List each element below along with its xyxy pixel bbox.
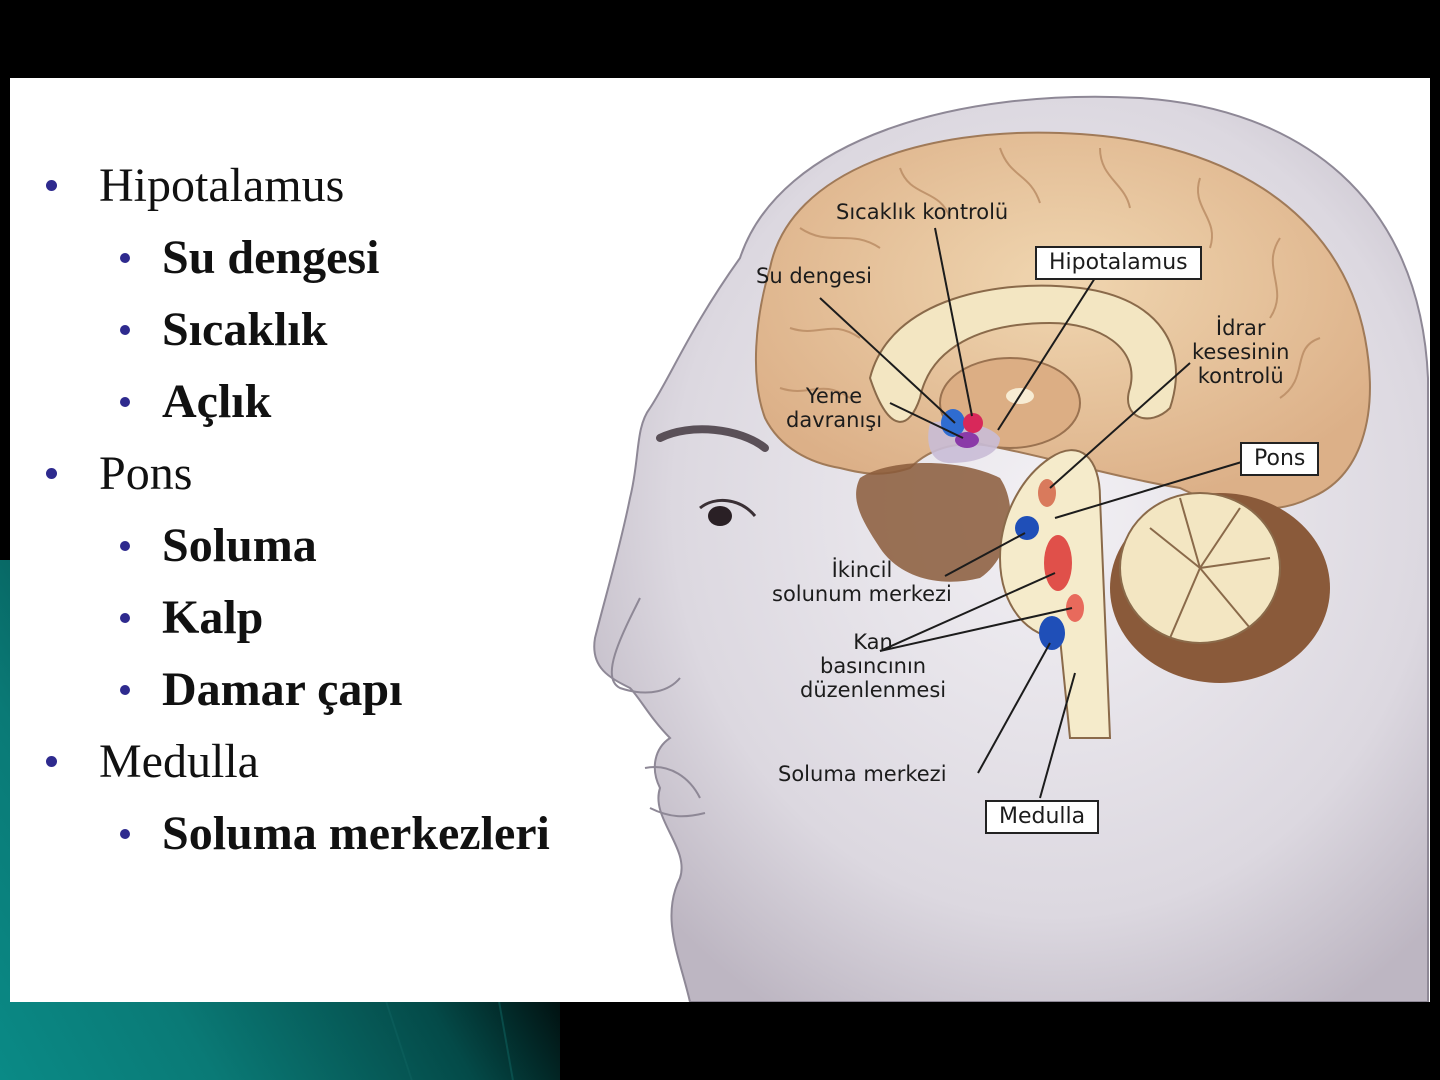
label-line: solunum merkezi — [772, 582, 952, 606]
label-soluma-merkezi: Soluma merkezi — [778, 762, 947, 786]
bullet-dot-icon — [120, 252, 130, 263]
bullet-item-soluma-merkezleri: Soluma merkezleri — [120, 806, 550, 861]
bullet-text: Soluma merkezleri — [162, 807, 550, 860]
head-brain-illustration — [593, 95, 1429, 1002]
label-line: İdrar — [1215, 316, 1266, 340]
bullet-item-damar-capi: Damar çapı — [120, 662, 402, 717]
label-box-hipotalamus: Hipotalamus — [1035, 246, 1202, 280]
slide-canvas: Hipotalamus Su dengesi Sıcaklık Açlık Po… — [10, 78, 1430, 1002]
bullet-item-aclik: Açlık — [120, 374, 271, 429]
bullet-list: Hipotalamus Su dengesi Sıcaklık Açlık Po… — [10, 78, 610, 1002]
label-yeme-davranisi: Yeme davranışı — [786, 384, 882, 432]
label-box-pons: Pons — [1240, 442, 1320, 476]
bullet-dot-icon — [120, 324, 130, 335]
bullet-text: Hipotalamus — [99, 159, 345, 212]
label-ikincil-solunum-merkezi: İkincil solunum merkezi — [772, 558, 952, 606]
bullet-dot-icon — [120, 396, 130, 407]
bullet-text: Su dengesi — [162, 231, 380, 284]
label-line: düzenlenmesi — [800, 678, 947, 702]
label-su-dengesi: Su dengesi — [756, 264, 872, 288]
label-line: Yeme — [805, 384, 863, 408]
bullet-text: Soluma — [162, 519, 317, 572]
label-line: basıncının — [819, 654, 927, 678]
bullet-item-sicaklik: Sıcaklık — [120, 302, 327, 357]
bullet-dot-icon — [46, 468, 57, 479]
brain-anatomy-figure: Sıcaklık kontrolü Su dengesi Hipotalamus… — [580, 78, 1430, 1002]
label-sicaklik-kontrolu: Sıcaklık kontrolü — [836, 200, 1009, 224]
bullet-item-pons: Pons — [46, 446, 192, 501]
label-line: kontrolü — [1197, 364, 1284, 388]
bullet-item-kalp: Kalp — [120, 590, 263, 645]
bullet-dot-icon — [46, 756, 57, 767]
label-line: Kan — [853, 630, 893, 654]
bullet-dot-icon — [46, 180, 57, 191]
label-idrar-kesesinin-kontrolu: İdrar kesesinin kontrolü — [1192, 316, 1289, 388]
bullet-text: Pons — [99, 447, 193, 500]
bullet-text: Medulla — [99, 735, 259, 788]
bullet-text: Açlık — [162, 375, 272, 428]
bullet-dot-icon — [120, 684, 130, 695]
label-line: davranışı — [786, 408, 883, 432]
bullet-text: Sıcaklık — [162, 303, 328, 356]
label-line: İkincil — [831, 558, 893, 582]
bullet-item-su-dengesi: Su dengesi — [120, 230, 379, 285]
label-kan-basincinin-duzenlenmesi: Kan basıncının düzenlenmesi — [800, 630, 946, 702]
bullet-dot-icon — [120, 828, 130, 839]
bullet-item-soluma: Soluma — [120, 518, 317, 573]
bullet-item-hipotalamus: Hipotalamus — [46, 158, 344, 213]
label-line: kesesinin — [1192, 340, 1290, 364]
label-box-medulla: Medulla — [985, 800, 1100, 834]
bullet-text: Damar çapı — [162, 663, 403, 716]
bullet-item-medulla: Medulla — [46, 734, 259, 789]
bullet-dot-icon — [120, 540, 130, 551]
bullet-dot-icon — [120, 612, 130, 623]
bullet-text: Kalp — [162, 591, 264, 644]
